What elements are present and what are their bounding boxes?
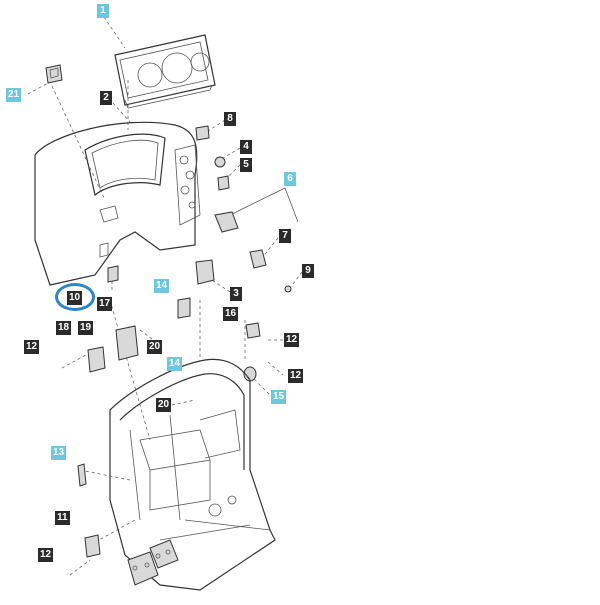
leader-21b [51, 85, 106, 201]
leader-3 [211, 279, 231, 293]
dash-panel-cover [34, 121, 201, 286]
callout-12-bottom: 12 [38, 548, 54, 562]
leader-13 [79, 469, 131, 481]
leader-2 [112, 102, 131, 123]
leader-20b [171, 399, 196, 406]
callout-14-lower: 14 [167, 357, 183, 371]
leader-12d [69, 559, 91, 576]
callout-20-lower: 20 [156, 398, 172, 412]
instrument-cluster [114, 34, 216, 109]
callout-12-right-a: 12 [284, 333, 300, 347]
leader-12c [267, 361, 284, 376]
callout-8: 8 [224, 112, 236, 126]
switch-parts-16-15 [243, 322, 261, 382]
leader-6a [229, 187, 286, 216]
leader-15 [249, 374, 271, 396]
callout-20-top: 20 [147, 340, 163, 354]
callout-15: 15 [271, 390, 287, 404]
callout-11: 11 [55, 511, 70, 525]
callout-7: 7 [279, 229, 291, 243]
callout-14: 14 [154, 279, 170, 293]
leader-21 [27, 81, 51, 95]
callout-17: 17 [97, 297, 113, 311]
leader-9 [289, 271, 303, 289]
callout-6: 6 [284, 172, 296, 186]
callout-21: 21 [6, 88, 22, 102]
callout-16: 16 [223, 307, 239, 321]
leader-7 [261, 237, 279, 259]
parts-13-11 [77, 463, 101, 558]
callout-19: 19 [78, 321, 94, 335]
leader-1 [103, 16, 126, 49]
callout-1: 1 [97, 4, 109, 18]
relay-parts [87, 325, 139, 373]
callout-5: 5 [240, 158, 252, 172]
callout-18: 18 [56, 321, 72, 335]
small-parts-right [177, 125, 292, 319]
callout-2: 2 [100, 91, 112, 105]
switch-part-21 [45, 64, 63, 84]
callout-13: 13 [51, 446, 67, 460]
callout-12-left: 12 [24, 340, 40, 354]
steering-frame [109, 358, 276, 591]
callout-4: 4 [240, 140, 252, 154]
leader-17 [109, 299, 151, 441]
callout-3: 3 [230, 287, 242, 301]
callout-12-right-b: 12 [288, 369, 304, 383]
callout-9: 9 [302, 264, 314, 278]
leader-6b [284, 187, 299, 223]
highlight-circle-10 [55, 283, 95, 311]
